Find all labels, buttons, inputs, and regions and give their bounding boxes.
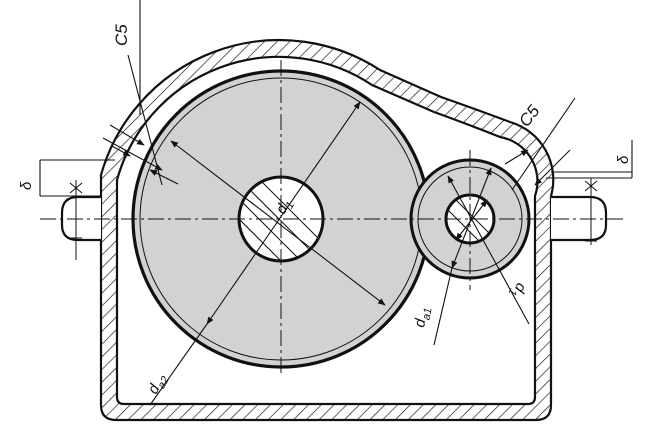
left-flange xyxy=(60,180,101,260)
large-gear-dimensions xyxy=(149,101,386,406)
label-delta-right: δ xyxy=(615,155,632,164)
svg-text:da1: da1 xyxy=(411,305,434,329)
delta-left-leader xyxy=(39,159,115,197)
svg-text:da2: da2 xyxy=(145,371,172,399)
delta-right-leader xyxy=(546,140,633,179)
svg-text:d1: d1 xyxy=(506,279,530,301)
label-da1: da1 xyxy=(411,305,434,329)
label-delta-left: δ xyxy=(18,181,35,190)
label-c5-left: C5 xyxy=(112,24,131,46)
clearance-c5-left xyxy=(102,0,179,186)
housing-wall xyxy=(99,39,555,422)
label-da2: da2 xyxy=(145,371,172,399)
clearance-c5-right xyxy=(504,97,576,191)
label-d1-small: d1 xyxy=(506,279,530,301)
right-flange xyxy=(551,178,608,245)
small-gear-dimensions xyxy=(433,167,530,346)
